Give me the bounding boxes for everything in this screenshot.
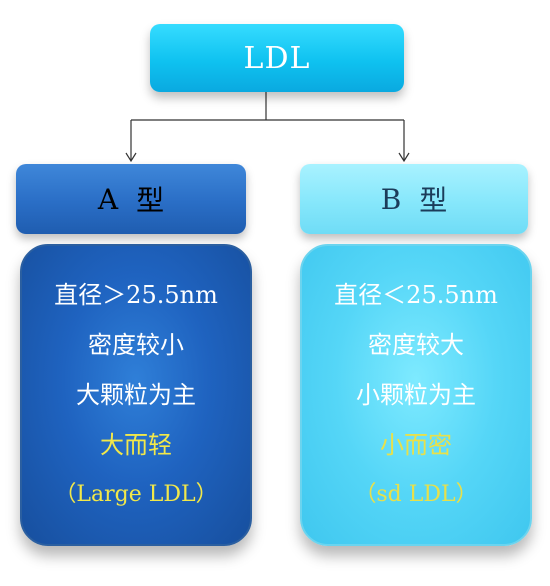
type-a-particle-size: 大颗粒为主 bbox=[76, 381, 196, 409]
type-a-header: A 型 bbox=[16, 164, 246, 234]
type-b-details: 直径＜25.5nm 密度较大 小颗粒为主 小而密 （sd LDL） bbox=[300, 244, 532, 546]
root-node-ldl: LDL bbox=[150, 24, 404, 92]
type-b-alias: （sd LDL） bbox=[354, 482, 478, 507]
type-b-header: B 型 bbox=[300, 164, 528, 234]
type-b-particle-size: 小颗粒为主 bbox=[356, 381, 476, 409]
type-b-diameter: 直径＜25.5nm bbox=[334, 281, 498, 309]
type-a-suffix: 型 bbox=[136, 184, 165, 217]
type-b-density: 密度较大 bbox=[368, 331, 464, 359]
type-a-density: 密度较小 bbox=[88, 331, 184, 359]
arrowhead-left-icon bbox=[125, 152, 137, 163]
type-b-suffix: 型 bbox=[419, 184, 448, 217]
type-b-letter: B bbox=[380, 182, 402, 216]
type-b-summary: 小而密 bbox=[380, 431, 452, 459]
type-a-details: 直径＞25.5nm 密度较小 大颗粒为主 大而轻 （Large LDL） bbox=[20, 244, 252, 546]
type-a-letter: A bbox=[97, 182, 119, 216]
type-a-diameter: 直径＞25.5nm bbox=[54, 281, 218, 309]
type-a-alias: （Large LDL） bbox=[54, 482, 218, 507]
type-a-summary: 大而轻 bbox=[100, 431, 172, 459]
root-node-label: LDL bbox=[243, 40, 311, 76]
arrowhead-right-icon bbox=[398, 152, 410, 163]
